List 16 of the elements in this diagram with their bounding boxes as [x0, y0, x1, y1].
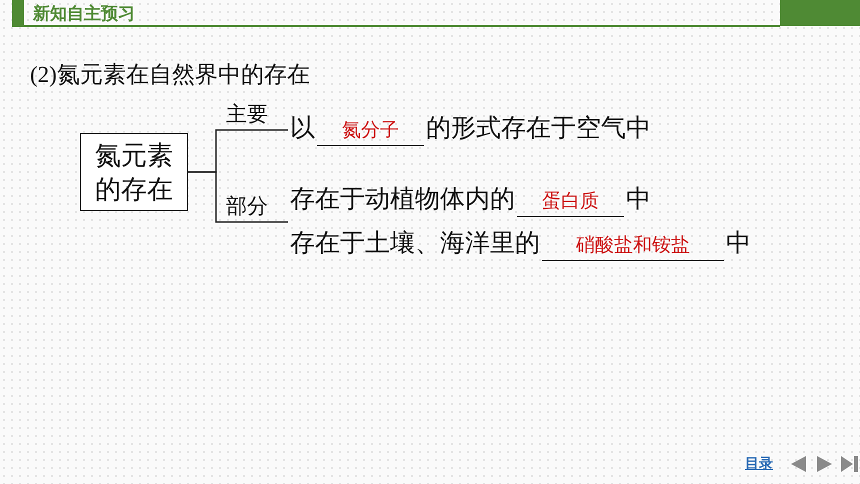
- statement-text: 存在于动植物体内的: [290, 186, 515, 213]
- filled-blank: 蛋白质: [517, 186, 624, 217]
- bracket-line: [188, 171, 288, 223]
- statement-text: 中: [626, 186, 651, 213]
- statement-text: 以: [290, 115, 315, 142]
- filled-blank: 硝酸盐和铵盐: [542, 230, 724, 261]
- contents-link: 目录: [745, 455, 773, 473]
- statement-text: 中: [726, 230, 751, 257]
- statement-text: 的形式存在于空气中: [426, 115, 651, 142]
- header-title: 新知自主预习: [33, 3, 135, 25]
- statement-text: 存在于土壤、海洋里的: [290, 230, 540, 257]
- section-heading: (2)氮元素在自然界中的存在: [30, 61, 310, 89]
- filled-blank: 氮分子: [317, 115, 424, 146]
- edge-label: 部分: [226, 193, 268, 219]
- concept-box: 氮元素的存在: [80, 133, 188, 211]
- edge-label: 主要: [226, 101, 268, 127]
